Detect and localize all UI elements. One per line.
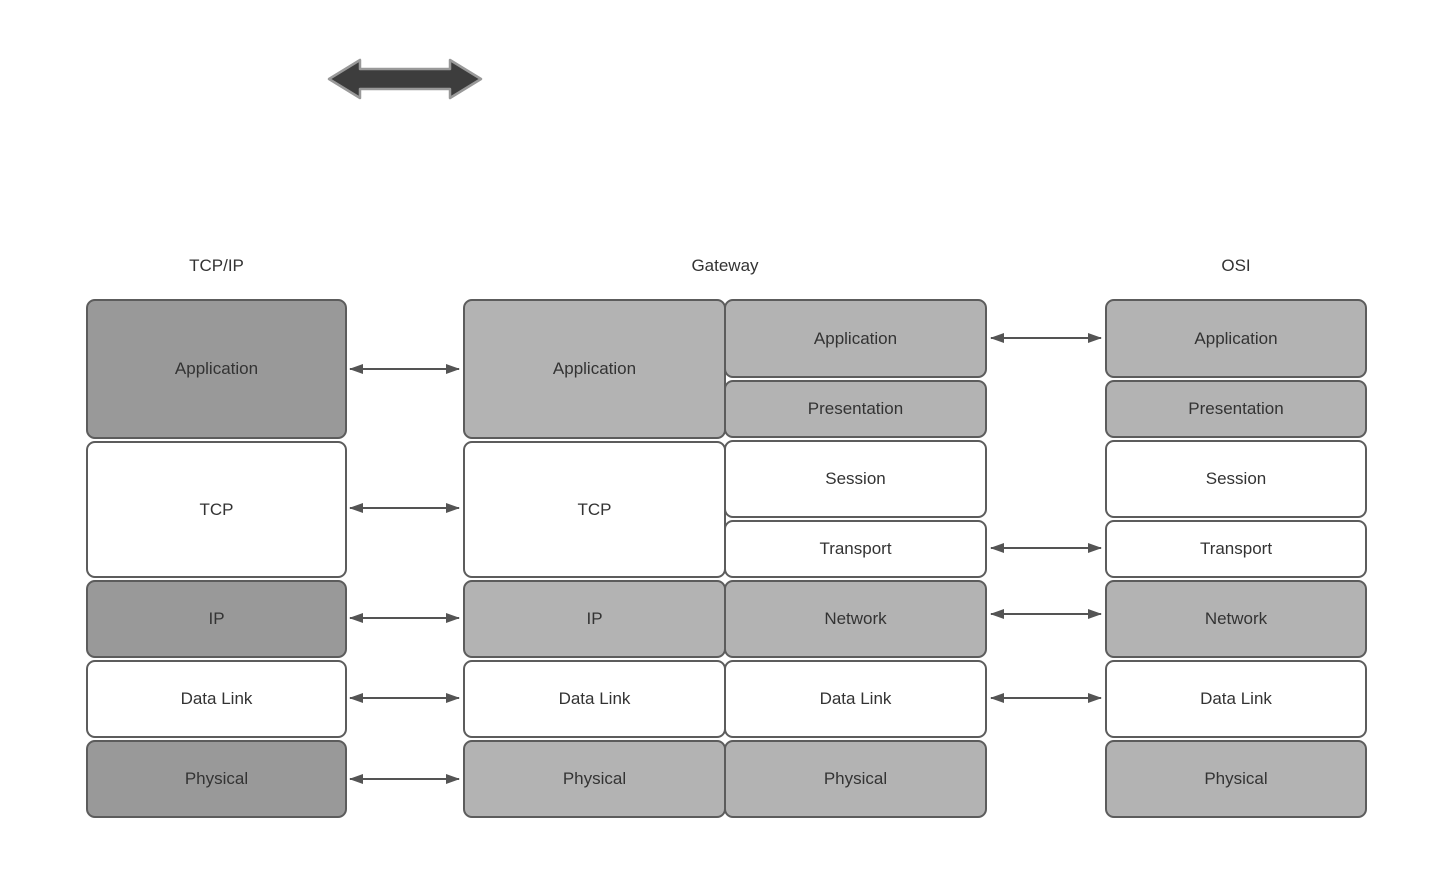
tcpip-layer-datalink: Data Link	[86, 660, 347, 738]
osi-layer-presentation: Presentation	[1105, 380, 1367, 438]
gateway-right-layer-application: Application	[724, 299, 987, 378]
gateway-right-layer-network: Network	[724, 580, 987, 658]
gateway-left-layer-tcp: TCP	[463, 441, 726, 578]
gateway-left-layer-datalink: Data Link	[463, 660, 726, 738]
gateway-right-layer-physical: Physical	[724, 740, 987, 818]
column-header-osi: OSI	[1221, 256, 1251, 275]
tcpip-layer-tcp: TCP	[86, 441, 347, 578]
osi-layer-transport: Transport	[1105, 520, 1367, 578]
gateway-left-layer-physical: Physical	[463, 740, 726, 818]
osi-layer-datalink: Data Link	[1105, 660, 1367, 738]
osi-layer-session: Session	[1105, 440, 1367, 518]
osi-layer-network: Network	[1105, 580, 1367, 658]
osi-layer-application: Application	[1105, 299, 1367, 378]
gateway-right-layer-datalink: Data Link	[724, 660, 987, 738]
osi-layer-physical: Physical	[1105, 740, 1367, 818]
column-header-tcpip: TCP/IP	[189, 256, 244, 275]
column-header-gateway: Gateway	[691, 256, 759, 275]
gateway-left-layer-ip: IP	[463, 580, 726, 658]
gateway-right-layer-session: Session	[724, 440, 987, 518]
two-way-arrow-icon	[327, 58, 483, 100]
gateway-right-layer-presentation: Presentation	[724, 380, 987, 438]
gateway-right-layer-transport: Transport	[724, 520, 987, 578]
tcpip-layer-physical: Physical	[86, 740, 347, 818]
tcpip-layer-ip: IP	[86, 580, 347, 658]
gateway-left-layer-application: Application	[463, 299, 726, 439]
tcpip-layer-application: Application	[86, 299, 347, 439]
